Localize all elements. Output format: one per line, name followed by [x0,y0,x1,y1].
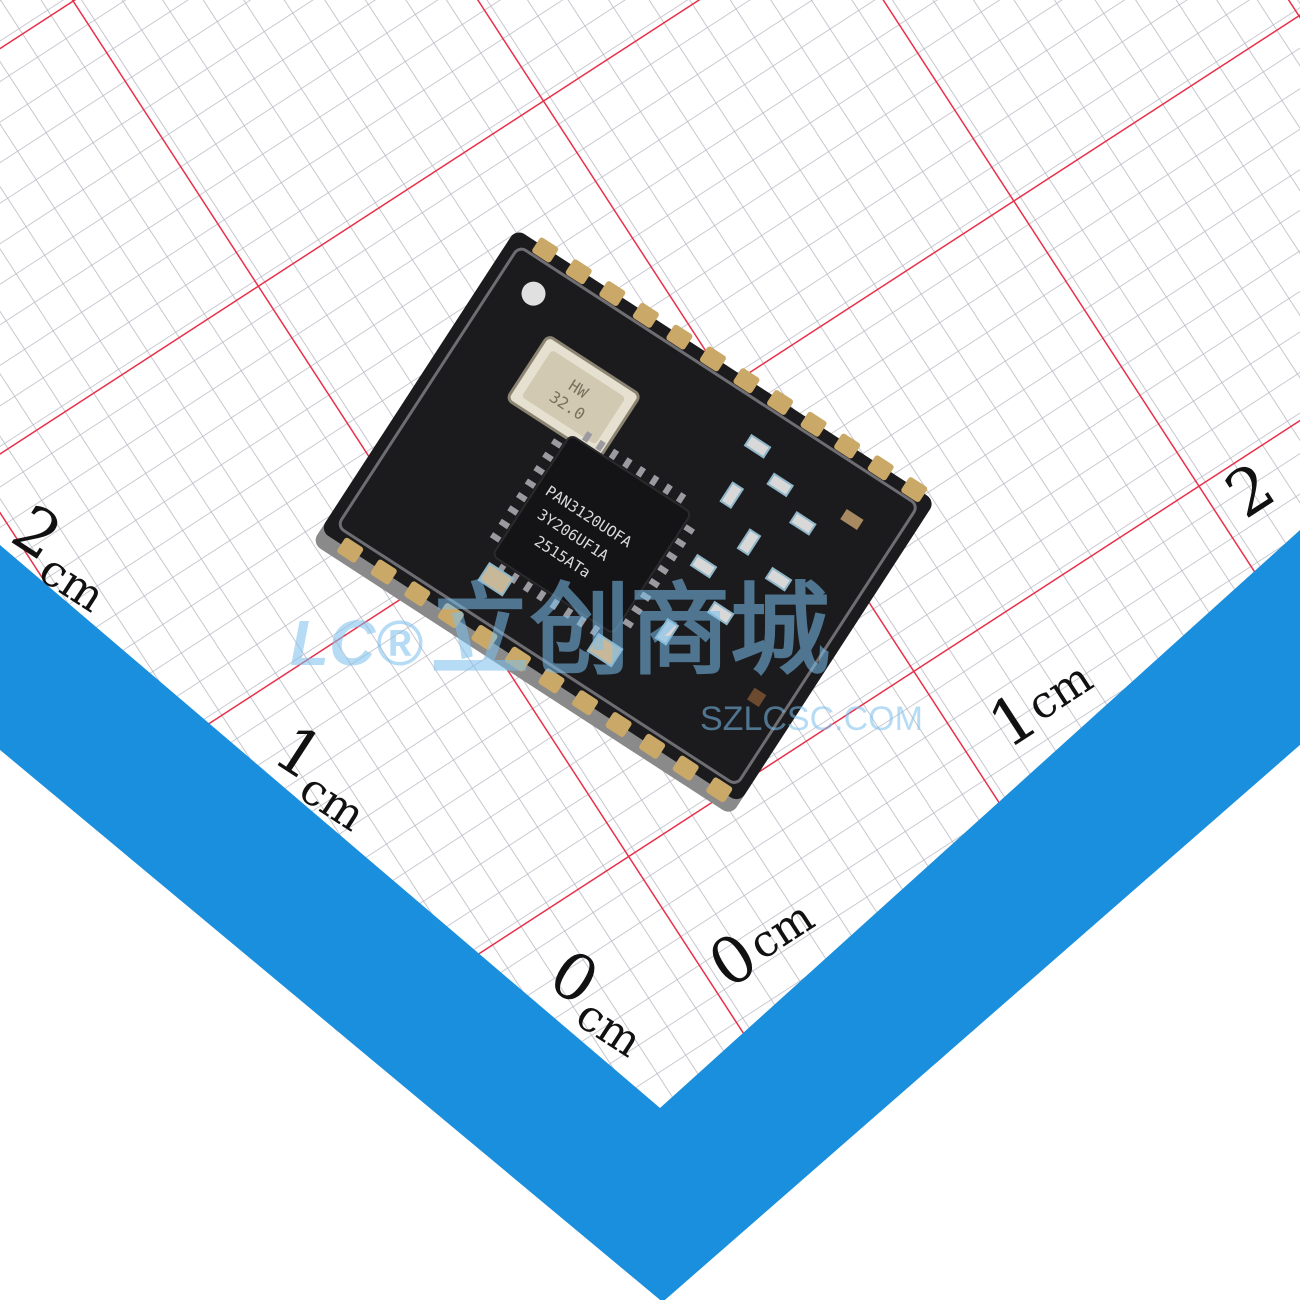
ruler-band [0,530,1300,1300]
rf-module: HW 32.0 PAN3120UOFA 3Y206UF1A 2515ATa [315,232,932,812]
watermark-chinese: 立创商城 [430,575,830,687]
watermark: LC® 立创商城 SZLCSC.COM [290,575,923,738]
pad-row-bottom [337,537,733,803]
passive-components [477,281,864,708]
pad-row-top [532,237,928,503]
main-ic: PAN3120UOFA 3Y206UF1A 2515ATa [489,431,696,637]
watermark-logo: LC® [290,607,423,679]
crystal: HW 32.0 [507,336,640,459]
watermark-url: SZLCSC.COM [700,700,923,738]
